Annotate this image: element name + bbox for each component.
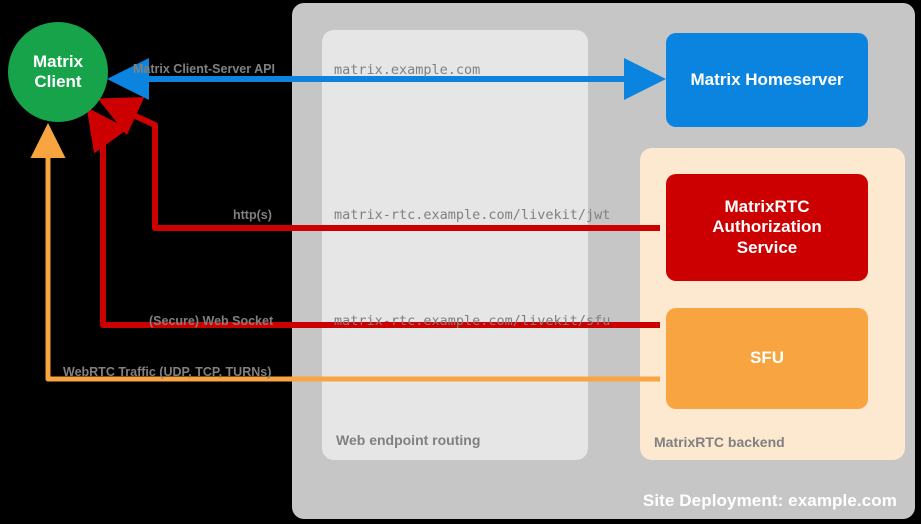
protocol-label-webrtc: WebRTC Traffic (UDP, TCP, TURNs) [63,365,272,379]
auth-service-label-line3: Service [736,237,798,257]
web-endpoint-routing-container: Web endpoint routing [322,30,588,460]
sfu-label: SFU [750,348,784,368]
auth-service-label-line1: MatrixRTC [724,196,810,216]
protocol-label-client-server-api: Matrix Client-Server API [133,62,275,76]
site-deployment-label: Site Deployment: example.com [642,491,897,510]
endpoint-matrix-url: matrix.example.com [334,62,481,78]
sfu-node[interactable]: SFU [666,308,868,409]
matrixrtc-authorization-service-node[interactable]: MatrixRTC Authorization Service [666,174,868,281]
web-endpoint-routing-label: Web endpoint routing [336,432,481,448]
matrixrtc-backend-label: MatrixRTC backend [654,434,785,450]
matrix-homeserver-node[interactable]: Matrix Homeserver [666,33,868,127]
protocol-label-websocket: (Secure) Web Socket [149,314,274,328]
auth-service-label-line2: Authorization [712,217,822,237]
matrix-client-label-line1: Matrix [32,52,84,72]
matrix-client-label-line2: Client [34,72,82,91]
matrix-client-node[interactable]: Matrix Client [8,22,108,122]
endpoint-sfu-url: matrix-rtc.example.com/livekit/sfu [334,313,611,329]
protocol-label-https: http(s) [233,208,272,222]
endpoint-jwt-url: matrix-rtc.example.com/livekit/jwt [334,207,611,223]
matrix-homeserver-label: Matrix Homeserver [690,69,844,89]
